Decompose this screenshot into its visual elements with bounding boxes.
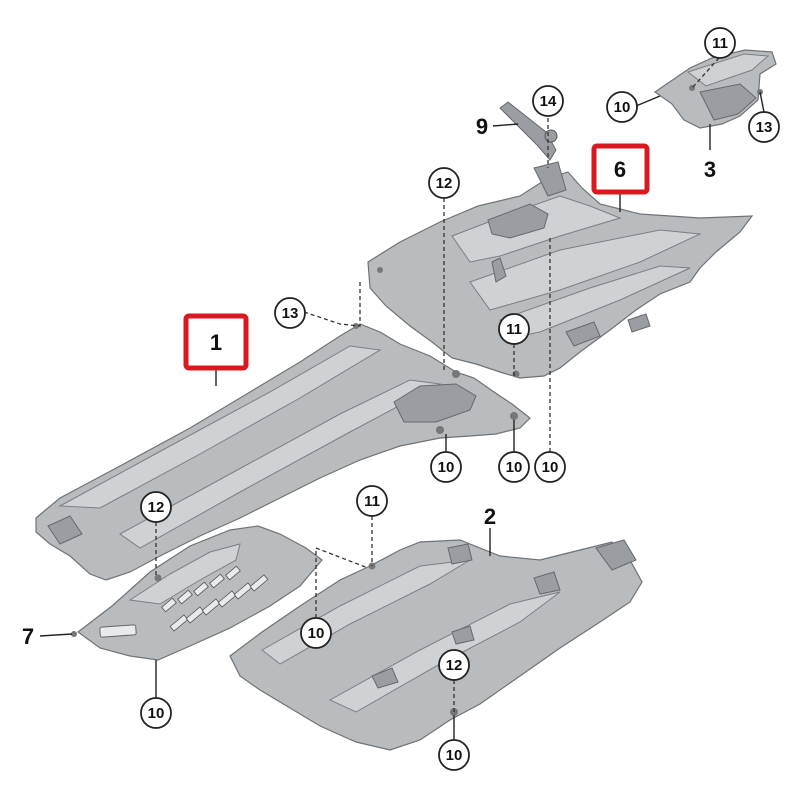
vent-slots	[161, 565, 269, 632]
callout-11-top: 11	[704, 27, 736, 59]
callout-10-center: 10	[300, 617, 332, 649]
callout-10-center-label: 10	[308, 625, 325, 642]
callout-12-left-label: 12	[148, 499, 165, 516]
callout-13-left: 13	[274, 297, 306, 329]
callout-11-middle-label: 11	[506, 321, 522, 338]
highlighted-part-number-1: 1	[210, 330, 222, 355]
callout-10-mid-1-label: 10	[438, 459, 455, 476]
callout-12-left: 12	[140, 491, 172, 523]
leader-10-a	[635, 95, 661, 107]
part-3-bracket	[653, 49, 777, 129]
leader-13-a	[303, 280, 361, 327]
callout-14: 14	[532, 85, 564, 117]
callout-10-bottom: 10	[438, 739, 470, 771]
callout-11-bottom-label: 11	[364, 493, 380, 510]
callout-10-top-label: 10	[614, 99, 631, 116]
callout-14-label: 14	[540, 93, 557, 110]
highlight-box-6: 6	[591, 143, 650, 195]
callout-10-mid-2-label: 10	[506, 459, 523, 476]
callout-12-bottom: 12	[438, 649, 470, 681]
callout-13-right: 13	[748, 111, 780, 143]
callout-10-bottom-label: 10	[446, 747, 463, 764]
callout-11-top-label: 11	[712, 35, 728, 52]
part-number-3: 3	[704, 157, 716, 182]
callout-10-mid-2: 10	[498, 451, 530, 483]
callout-10-mid-3: 10	[534, 451, 566, 483]
highlighted-part-number-6: 6	[614, 157, 626, 182]
callout-11-middle: 11	[498, 313, 530, 345]
callout-12-top-label: 12	[436, 175, 453, 192]
callout-12-bottom-label: 12	[446, 657, 463, 674]
part-number-7: 7	[22, 624, 34, 649]
leader-lines	[39, 57, 765, 740]
part-number-2: 2	[484, 504, 496, 529]
callout-12-top: 12	[428, 167, 460, 199]
callout-10-bottom-left-label: 10	[148, 705, 165, 722]
callout-13-right-label: 13	[756, 119, 773, 136]
callouts: 11 10 13 14 12 13 11 10	[140, 27, 780, 771]
leader-7	[39, 633, 73, 637]
callout-11-bottom: 11	[356, 485, 388, 517]
callout-10-mid-3-label: 10	[542, 459, 559, 476]
leader-13-b	[759, 91, 765, 113]
callout-13-left-label: 13	[282, 305, 299, 322]
part-7-plate	[71, 525, 323, 661]
callout-10-bottom-left: 10	[140, 697, 172, 729]
highlight-box-1: 1	[183, 313, 249, 371]
leader-10-e	[315, 547, 369, 618]
part-number-labels: 3 9 2 7	[22, 114, 716, 649]
part-6-panel	[367, 161, 754, 379]
part-number-9: 9	[476, 114, 488, 139]
callout-10-mid-1: 10	[430, 451, 462, 483]
leader-9	[492, 123, 519, 127]
callout-10-top: 10	[606, 91, 638, 123]
